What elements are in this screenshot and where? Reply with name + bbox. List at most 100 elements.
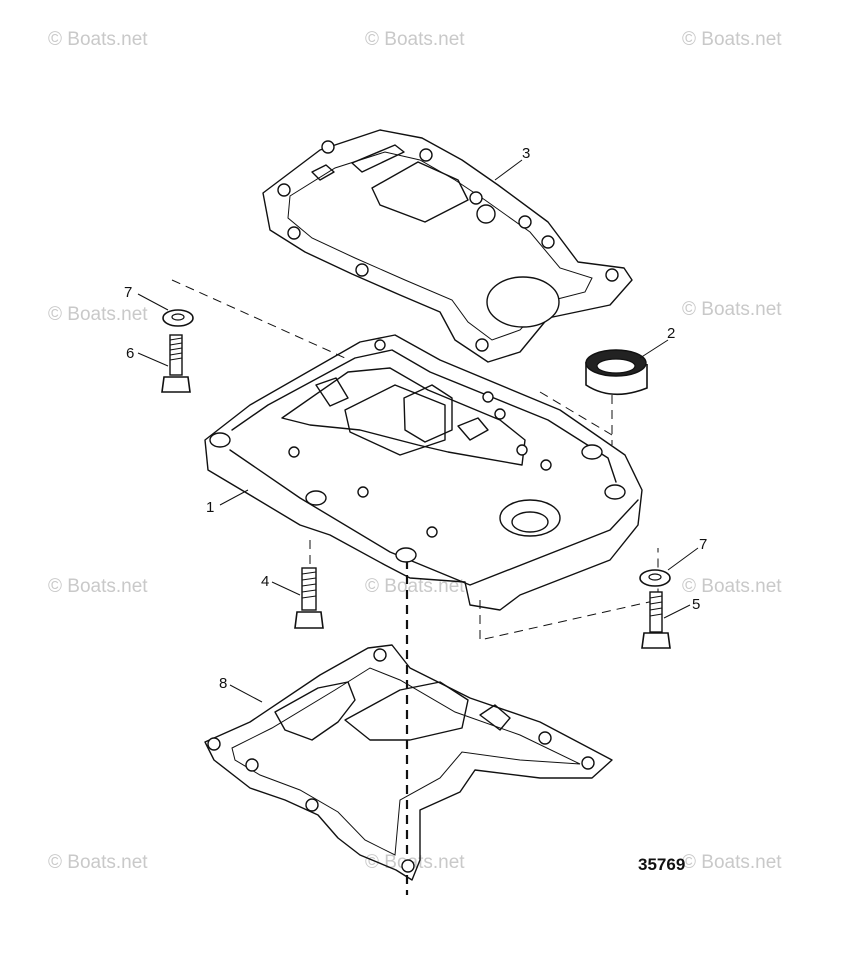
gasket-bolt-hole [287, 226, 301, 240]
bolt-thread [301, 571, 317, 599]
callout-3: 3 [522, 145, 530, 162]
plate-bolt-hole [374, 339, 386, 351]
watermark: © Boats.net [48, 29, 148, 50]
gasket-bolt-hole [321, 140, 335, 154]
gasket-port [344, 681, 469, 741]
gasket-bolt-hole [355, 263, 369, 277]
gasket-outline [204, 644, 613, 881]
gasket-outline [262, 129, 633, 363]
leader-line [219, 489, 249, 506]
gasket-bolt-hole [475, 338, 489, 352]
watermark-layer: © Boats.net © Boats.net © Boats.net © Bo… [48, 29, 782, 873]
upper-gasket [262, 129, 633, 363]
leader-line [271, 581, 301, 596]
alignment-line [479, 548, 659, 641]
leader-lines [137, 159, 699, 703]
plate-bolt-hole [357, 486, 369, 498]
plate-bolt-hole [516, 444, 528, 456]
gasket-slot [351, 144, 405, 173]
bolt-thread [649, 595, 663, 617]
watermark: © Boats.net [48, 852, 148, 873]
washer-hole [171, 313, 185, 321]
gasket-bolt-hole [207, 737, 221, 751]
plate-bolt-boss [581, 444, 603, 460]
plate-bolt-hole [494, 408, 506, 420]
watermark: © Boats.net [365, 29, 465, 50]
plate-bolt-boss [209, 432, 231, 448]
plate-bolt-boss [604, 484, 626, 500]
alignment-line [539, 391, 613, 436]
watermark: © Boats.net [365, 852, 465, 873]
watermark: © Boats.net [48, 576, 148, 597]
gasket-bolt-hole [277, 183, 291, 197]
leader-line [229, 684, 263, 703]
lower-gasket [204, 644, 613, 881]
washer-lower [639, 569, 671, 587]
plate-slot [315, 377, 349, 407]
gasket-bolt-hole [541, 235, 555, 249]
callout-7-lower: 7 [699, 536, 707, 553]
adapter-plate [204, 334, 643, 611]
gasket-slot [479, 704, 511, 731]
callout-5: 5 [692, 596, 700, 613]
alignment-line [171, 279, 346, 359]
bolt-thread [169, 337, 183, 361]
callout-1: 1 [206, 499, 214, 516]
bolt-head [294, 611, 324, 629]
gasket-bolt-hole [245, 758, 259, 772]
washer-upper [162, 309, 194, 327]
gasket-bolt-hole [469, 191, 483, 205]
bolt-upper [161, 334, 191, 393]
plate-top-rim [231, 349, 617, 483]
gasket-inner-outline [287, 151, 593, 341]
seal-bore [596, 358, 636, 374]
gasket-bolt-hole [401, 859, 415, 873]
bolt-lower [641, 591, 671, 649]
plate-body [204, 334, 643, 611]
leader-line [137, 352, 169, 367]
watermark: © Boats.net [682, 852, 782, 873]
plate-port-inner [403, 384, 453, 443]
diagram-reference-number: 35769 [638, 855, 685, 874]
plate-bolt-hole [426, 526, 438, 538]
gasket-bolt-hole [373, 648, 387, 662]
plate-bolt-hole [540, 459, 552, 471]
gasket-inner-outline [231, 667, 581, 856]
watermark: © Boats.net [682, 576, 782, 597]
plate-bolt-hole [482, 391, 494, 403]
bolt-center [294, 567, 324, 629]
gasket-bolt-hole [305, 798, 319, 812]
gasket-port [274, 681, 356, 741]
gasket-bolt-hole [518, 215, 532, 229]
bolt-head [641, 632, 671, 649]
gasket-bolt-hole [476, 204, 496, 224]
callout-8: 8 [219, 675, 227, 692]
plate-slot [457, 417, 489, 441]
callout-4: 4 [261, 573, 269, 590]
gasket-large-opening [486, 276, 560, 328]
plate-bolt-hole [288, 446, 300, 458]
leader-line [663, 604, 691, 619]
leader-line [137, 293, 169, 311]
gasket-slot [311, 164, 335, 181]
watermark: © Boats.net [48, 304, 148, 325]
callout-labels: 3 2 1 7 6 4 7 5 8 [124, 145, 707, 692]
watermark: © Boats.net [365, 576, 465, 597]
plate-seal-bore-inner [511, 511, 549, 533]
leader-line [639, 339, 669, 359]
callout-2: 2 [667, 325, 675, 342]
plate-bolt-boss [395, 547, 417, 563]
gasket-bolt-hole [538, 731, 552, 745]
oil-seal [585, 349, 648, 396]
watermark: © Boats.net [682, 299, 782, 320]
gasket-bolt-hole [605, 268, 619, 282]
plate-inner-cavity [281, 367, 526, 466]
bolt-shank [301, 567, 317, 611]
gasket-bolt-hole [419, 148, 433, 162]
plate-edge [229, 449, 639, 586]
bolt-head [161, 376, 191, 393]
washer-hole [648, 573, 662, 581]
gasket-bolt-hole [581, 756, 595, 770]
